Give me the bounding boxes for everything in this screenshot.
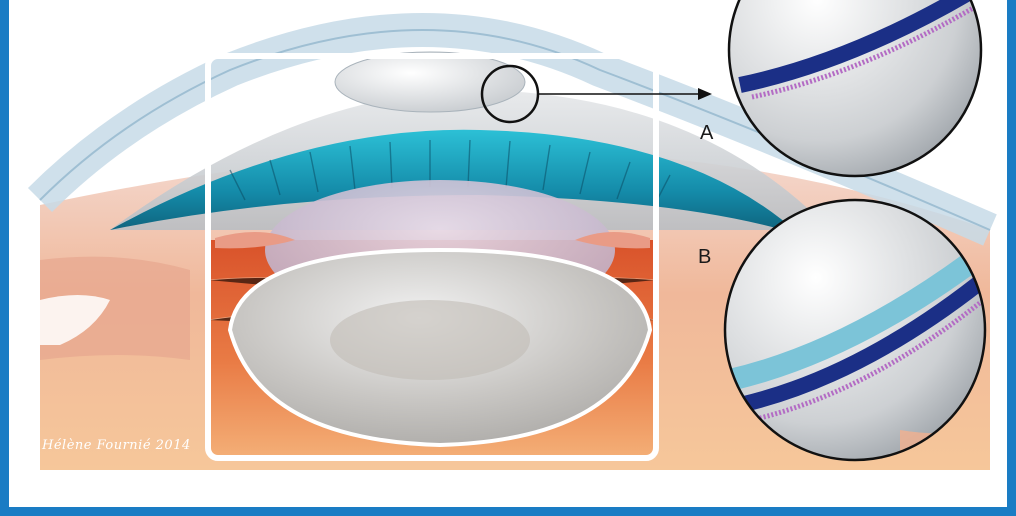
detail-window-frame [205,53,659,461]
zoom-detail-a [727,0,983,178]
label-a: A [700,122,714,144]
artist-signature: Hélène Fournié 2014 [42,438,191,453]
label-b: B [698,246,712,268]
zoom-detail-b [723,198,987,462]
